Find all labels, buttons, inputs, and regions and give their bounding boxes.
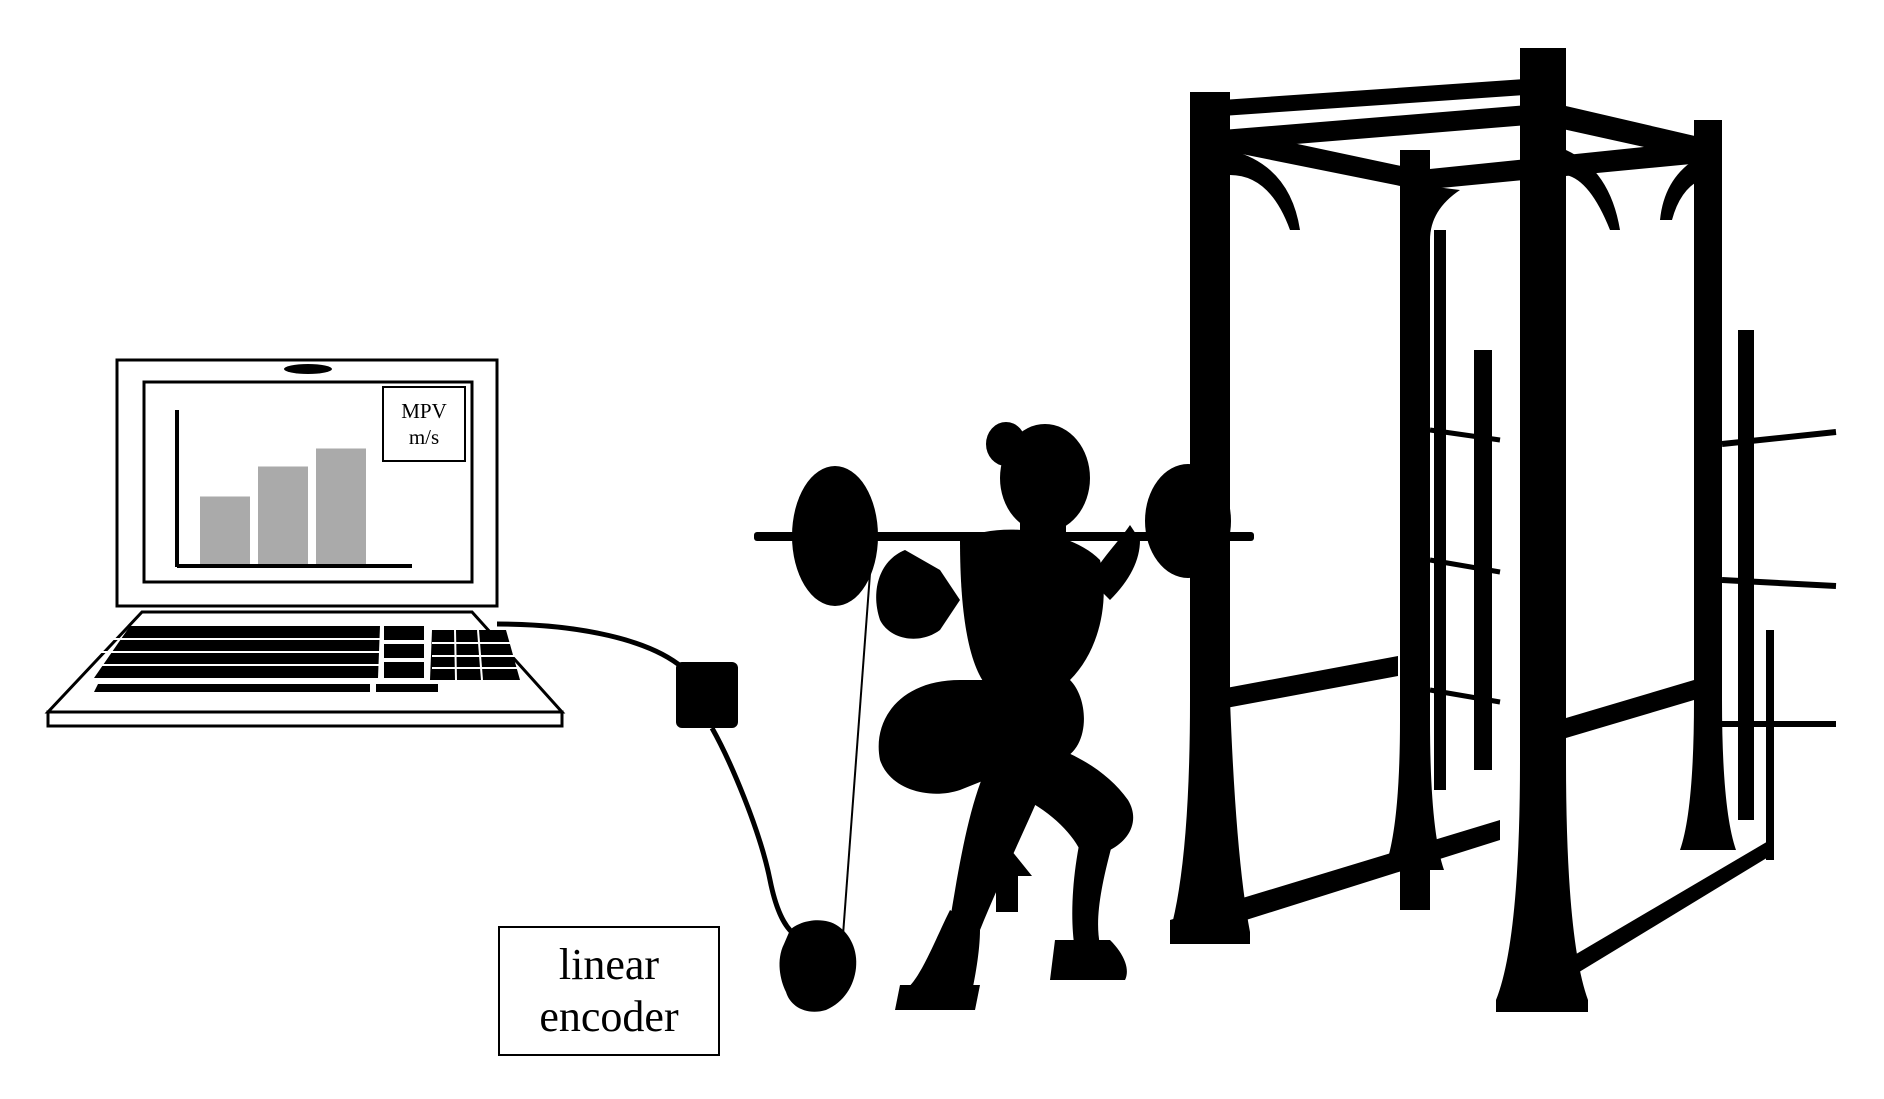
encoder-control-unit <box>676 662 738 728</box>
mpv-label-box: MPV m/s <box>382 386 466 462</box>
power-rack-icon <box>1170 48 1837 1012</box>
screen-chart-bar <box>258 466 308 564</box>
encoder-icon <box>779 920 857 1012</box>
mpv-label: MPV <box>401 399 447 423</box>
mpv-unit-label: m/s <box>408 425 440 449</box>
encoder-string <box>842 559 872 936</box>
linear-encoder-label-line1: linear <box>558 940 660 989</box>
up-arrow-icon <box>982 845 1032 912</box>
encoder-cable <box>496 621 799 939</box>
screen-chart-bar <box>200 496 250 564</box>
linear-encoder-label-line2: encoder <box>539 992 679 1041</box>
linear-encoder-label-box: linear encoder <box>498 926 720 1056</box>
athlete-silhouette-icon <box>876 422 1140 1010</box>
screen-chart-bar <box>316 448 366 564</box>
screen-chart <box>175 410 412 568</box>
